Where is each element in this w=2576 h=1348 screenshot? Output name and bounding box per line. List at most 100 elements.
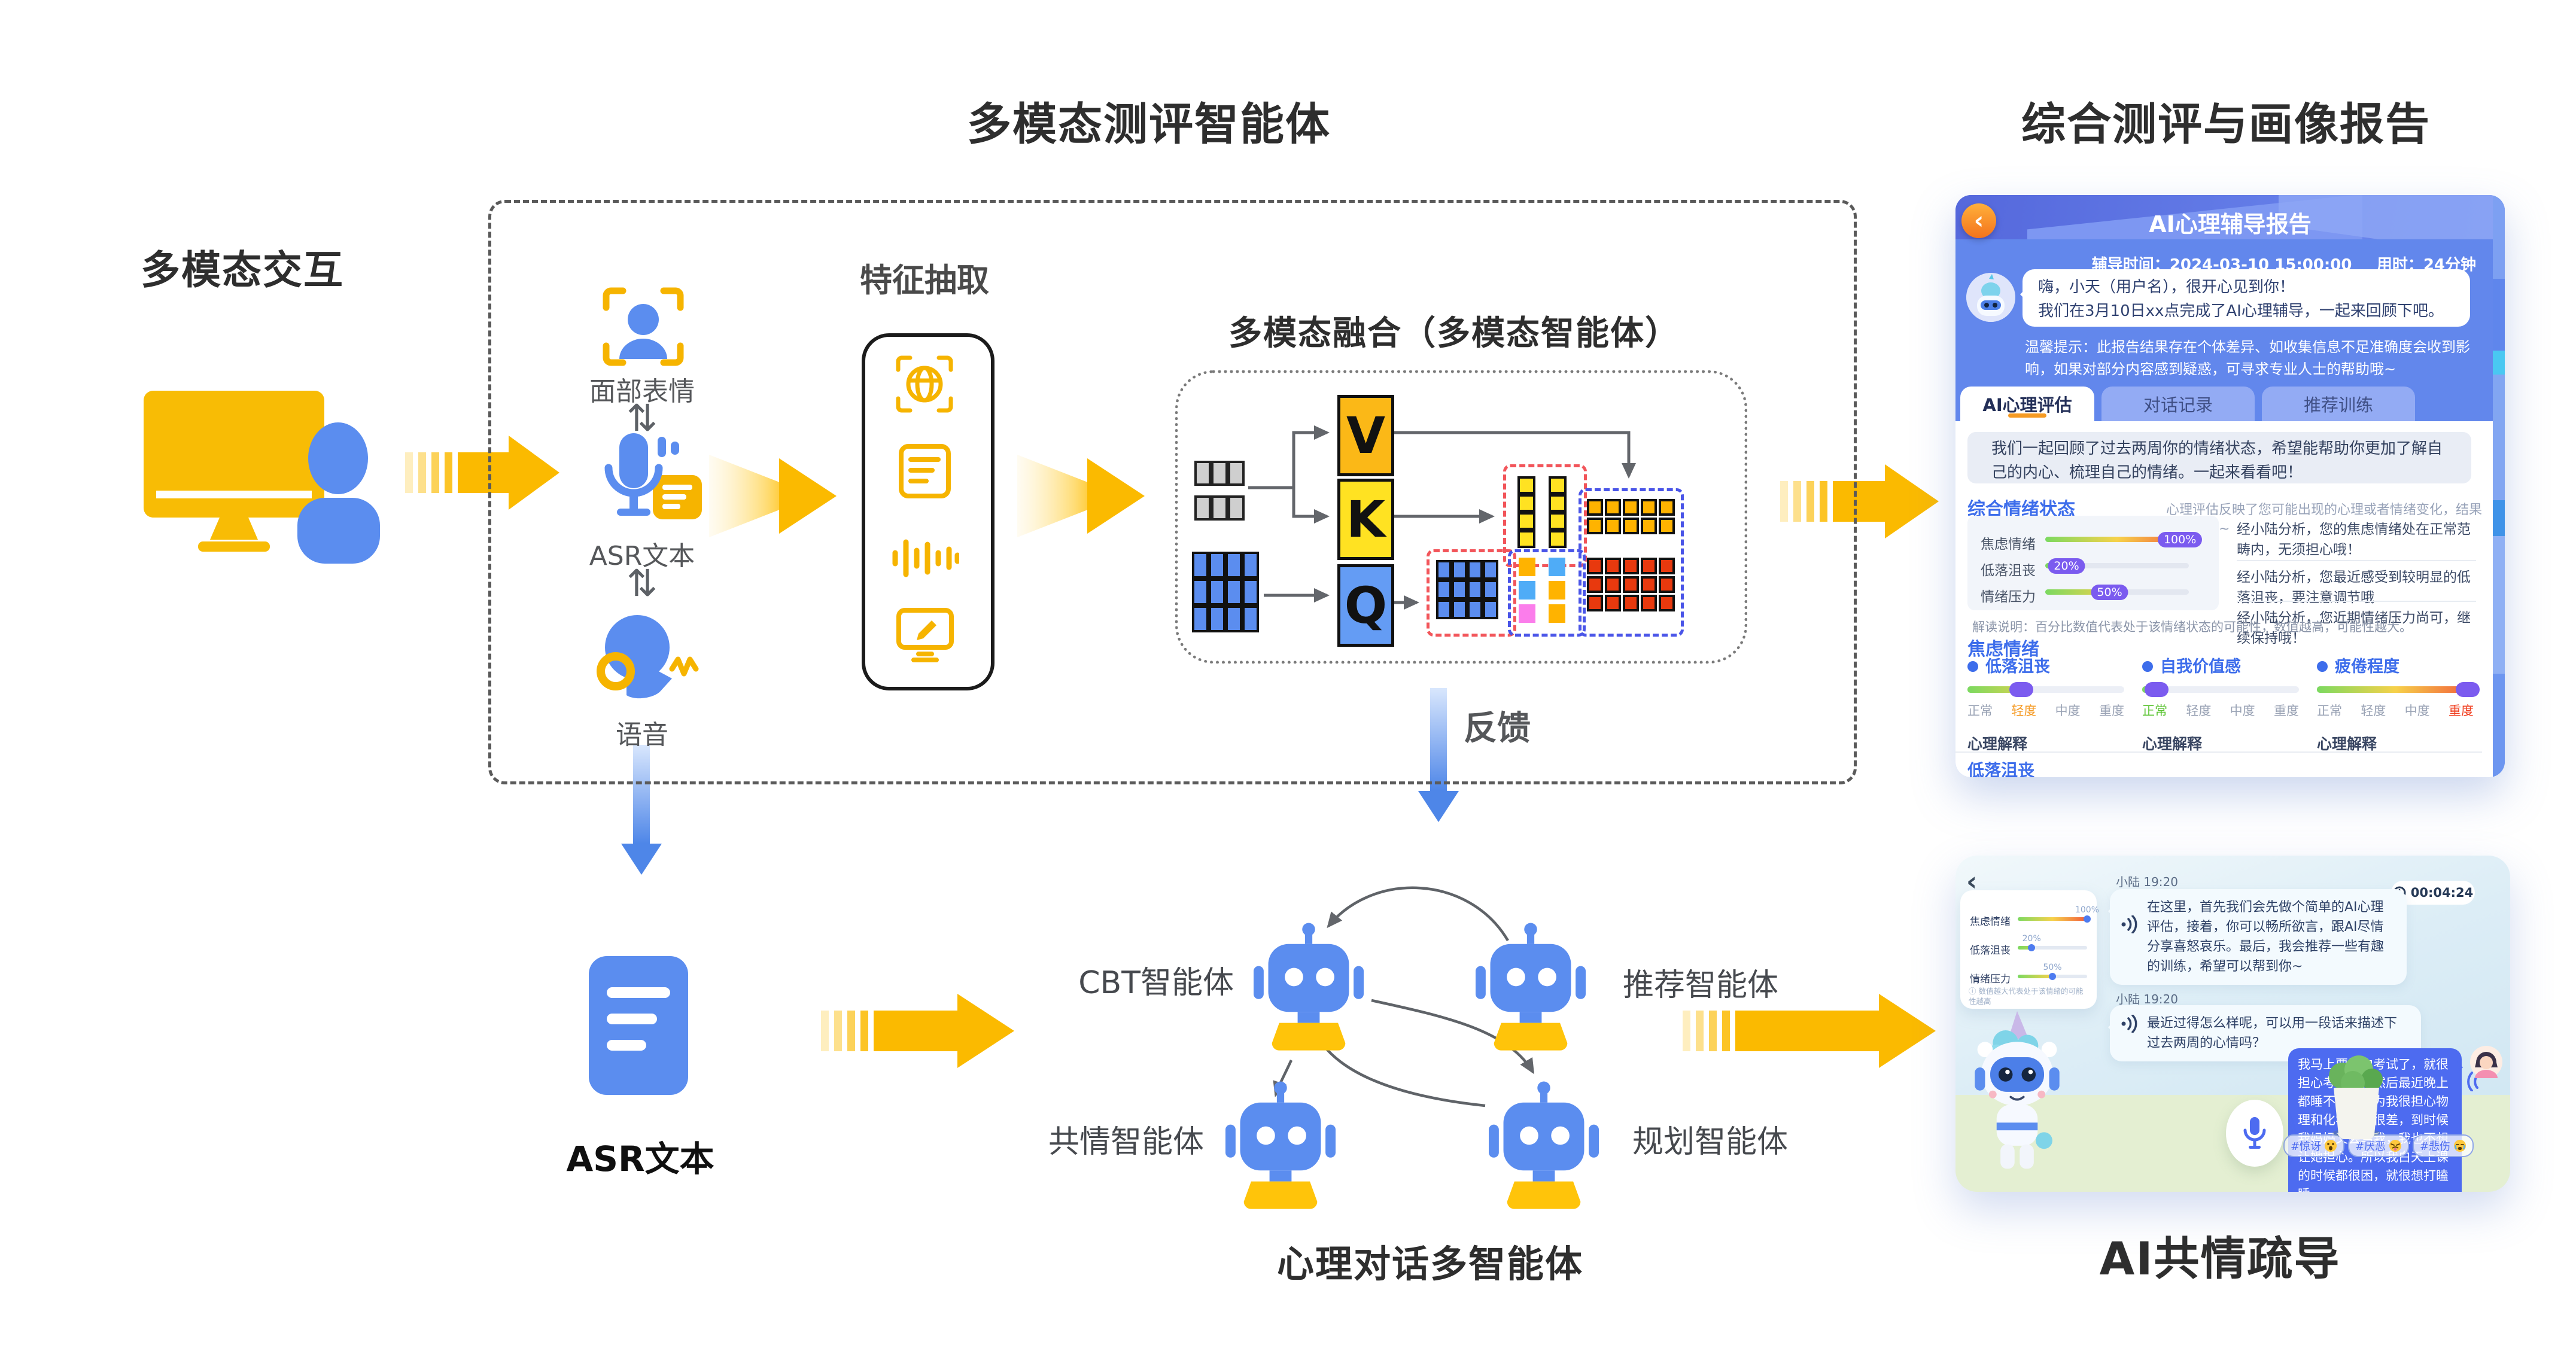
emotion-tag-sad[interactable]: #悲伤: [2413, 1134, 2474, 1157]
arrow-asr-to-agents: [821, 994, 1014, 1068]
recommend-agent-label: 推荐智能体: [1623, 967, 1779, 1003]
q-result-box: [1427, 549, 1516, 637]
matrix-cell: [1436, 580, 1452, 600]
matrix-cell: [1194, 495, 1211, 521]
dimension-scale: 正常 轻度 中度 重度: [2142, 701, 2299, 719]
tag-label: #厌恶: [2355, 1140, 2386, 1153]
face-input-label: 面部表情: [589, 376, 695, 407]
blue-source-matrix: [1192, 552, 1259, 632]
matrix-cell: [1519, 581, 1535, 600]
funnel-arrow-feature-to-fusion: [1017, 455, 1145, 537]
info-icon: ⓘ: [1969, 987, 1976, 996]
scale-severe: 重度: [2098, 704, 2124, 718]
message-sender: 小陆 19:20: [2116, 992, 2178, 1006]
slider-thumb: [2145, 682, 2169, 697]
dimension-name: 低落沮丧: [1985, 658, 2050, 676]
panel-row: 焦虑情绪 100%: [1960, 905, 2099, 928]
matrix-cell: [1483, 580, 1498, 600]
microphone-icon: [2243, 1117, 2266, 1149]
panel-bar-track: 20%: [2018, 934, 2087, 951]
q-result-matrix: [1436, 560, 1498, 619]
matrix-cell: [1549, 604, 1565, 623]
report-screenshot: AI心理辅导报告 ‹ 辅导时间：2024-03-10 15:00:00 用时：2…: [1955, 195, 2505, 777]
matrix-cell: [1452, 560, 1467, 580]
matrix-cell: [1225, 552, 1242, 579]
matrix-cell: [1623, 595, 1639, 611]
dimension-slider: [2317, 682, 2480, 697]
bullet-dot-icon: [2142, 661, 2153, 672]
emotion-tag-surprise[interactable]: #惊讶: [2283, 1134, 2344, 1157]
scale-normal: 正常: [2317, 704, 2342, 718]
tab-ai-assessment[interactable]: AI心理评估: [1960, 387, 2094, 421]
matrix-cell: [1242, 552, 1259, 579]
scale-normal: 正常: [2142, 704, 2167, 718]
dimension-header: 疲倦程度: [2317, 653, 2480, 677]
matrix-cell: [1605, 518, 1621, 534]
matrix-cell: [1211, 461, 1228, 486]
matrix-cell: [1659, 595, 1675, 611]
scale-moderate: 中度: [2055, 704, 2081, 718]
analysis-text: 经小陆分析，您的焦虑情绪处在正常范畴内，无须担心哦！: [2237, 522, 2471, 558]
stat-row: 情绪压力 50%: [1967, 584, 2219, 605]
asr-doc-label: ASR文本: [566, 1139, 714, 1179]
dimension-slider: [2142, 682, 2299, 697]
matrix-cell: [1211, 495, 1228, 521]
sad-emoji-icon: [2454, 1140, 2466, 1152]
matrix-cell: [1587, 499, 1603, 516]
tag-label: #惊讶: [2290, 1140, 2322, 1153]
tab-recommended-training[interactable]: 推荐训练: [2262, 387, 2415, 421]
matrix-cell: [1549, 512, 1567, 530]
gray-matrix-top: [1194, 461, 1245, 486]
greeting-line1: 嗨，小天（用户名），很开心见到你！: [2038, 278, 2295, 296]
empathy-bottom-title: AI共情疏导: [2099, 1232, 2341, 1285]
matrix-cell: [1641, 595, 1657, 611]
gate-matrix: [1519, 558, 1565, 623]
bar-label: 焦虑情绪: [1981, 537, 2036, 552]
matrix-cell: [1228, 461, 1245, 486]
report-header-title: AI心理辅导报告: [2149, 211, 2312, 238]
panel-bar-label: 低落沮丧: [1970, 945, 2011, 957]
next-section-cutoff: 低落沮丧: [1955, 751, 2482, 777]
panel-bar-dot: [2084, 915, 2091, 923]
report-title: 综合测评与画像报告: [2021, 99, 2431, 150]
matrix-cell: [1659, 558, 1675, 574]
voice-input-label: 语音: [616, 720, 668, 750]
analysis-text: 经小陆分析，您近期情绪压力尚可，继续保持哦！: [2237, 610, 2471, 646]
greeting-line2: 我们在3月10日xx点完成了AI心理辅导，一起来回顾下吧。: [2038, 302, 2444, 320]
feature-face-icon: [896, 355, 953, 413]
fusion-connectors: [1248, 425, 1636, 610]
report-content: 我们一起回顾了过去两周你的情绪状态，希望能帮助你更加了解自己的内心、梳理自己的情…: [1955, 421, 2493, 777]
scale-mild: 轻度: [2361, 704, 2386, 718]
panel-bar-track: 100%: [2018, 905, 2099, 923]
matrix-cell: [1549, 581, 1565, 600]
output-red-matrix: [1587, 558, 1675, 611]
matrix-cell: [1436, 600, 1452, 619]
mic-asr-icon: [604, 433, 702, 519]
matrix-cell: [1192, 552, 1209, 579]
matrix-cell: [1519, 558, 1535, 576]
panel-row: 情绪压力 50%: [1960, 963, 2097, 985]
scale-severe: 重度: [2273, 704, 2299, 718]
dimension-slider: [1967, 682, 2124, 697]
explain-title: 心理解释: [2142, 735, 2203, 753]
speaking-voice-icon: [597, 615, 699, 699]
bar-track: 20%: [2045, 558, 2189, 574]
bar-track: 100%: [2045, 532, 2203, 547]
report-back-button[interactable]: ‹: [1961, 203, 1996, 238]
tablet-edge-decoration: [2493, 195, 2505, 777]
voice-record-button[interactable]: [2226, 1100, 2283, 1167]
interaction-title: 多模态交互: [141, 247, 344, 293]
report-greeting-bubble: 嗨，小天（用户名），很开心见到你！ 我们在3月10日xx点完成了AI心理辅导，一…: [2020, 269, 2470, 327]
stat-row: 低落沮丧 20%: [1967, 558, 2219, 579]
assessment-title: 多模态测评智能体: [967, 99, 1331, 150]
matrix-cell: [1587, 595, 1603, 611]
bar-label: 低落沮丧: [1981, 563, 2036, 579]
matrix-cell: [1467, 580, 1483, 600]
computer-user-icon: [144, 391, 380, 564]
tab-dialog-record[interactable]: 对话记录: [2101, 387, 2255, 421]
chat-back-button[interactable]: ‹: [1966, 869, 1977, 895]
matrix-cell: [1467, 560, 1483, 580]
value-box: V: [1337, 395, 1394, 476]
matrix-cell: [1228, 495, 1245, 521]
attention-column-b: [1549, 476, 1567, 548]
